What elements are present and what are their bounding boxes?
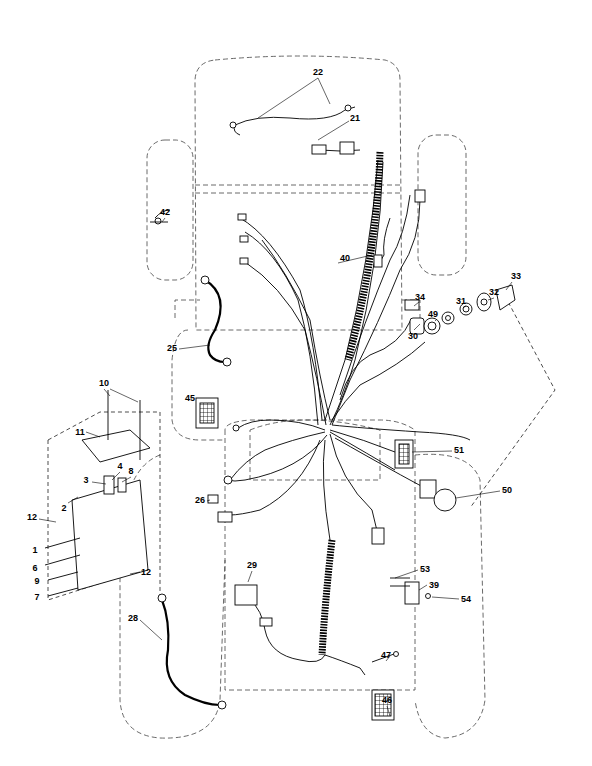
callout-number: 53: [419, 564, 431, 574]
callout-number: 34: [414, 292, 426, 302]
callout-number: 49: [427, 309, 439, 319]
callout-number: 22: [312, 67, 324, 77]
callout-number: 51: [453, 445, 465, 455]
callout-number: 21: [349, 113, 361, 123]
connector-parts: [45, 105, 515, 720]
callout-number: 8: [127, 466, 134, 476]
callout-number: 32: [488, 287, 500, 297]
callout-number: 9: [33, 576, 40, 586]
callout-number: 42: [159, 207, 171, 217]
leader-line: [39, 78, 512, 716]
callout-number: 45: [184, 393, 196, 403]
callout-number: 31: [455, 296, 467, 306]
callout-number: 7: [33, 592, 40, 602]
callout-number: 29: [246, 560, 258, 570]
wiring-harness: [155, 107, 470, 705]
callout-number: 33: [510, 271, 522, 281]
callout-number: 4: [116, 461, 123, 471]
callout-number: 6: [31, 563, 38, 573]
callout-number: 40: [339, 253, 351, 263]
callout-number: 25: [166, 343, 178, 353]
callout-number: 3: [82, 475, 89, 485]
callout-number: 26: [194, 495, 206, 505]
callout-number: 30: [407, 331, 419, 341]
callout-number: 39: [428, 580, 440, 590]
callout-number: 12: [140, 567, 152, 577]
callout-number: 1: [31, 545, 38, 555]
callout-number: 11: [74, 427, 86, 437]
callout-number: 10: [98, 378, 110, 388]
callout-number: 2: [60, 503, 67, 513]
callout-number: 50: [501, 485, 513, 495]
tractor-outline: [120, 56, 485, 738]
callout-number: 28: [127, 613, 139, 623]
callout-number: 54: [460, 594, 472, 604]
bracket-line: [48, 296, 555, 600]
callout-number: 12: [26, 512, 38, 522]
callout-number: 47: [380, 650, 392, 660]
callout-number: 46: [381, 695, 393, 705]
harness-coil: [322, 152, 380, 655]
